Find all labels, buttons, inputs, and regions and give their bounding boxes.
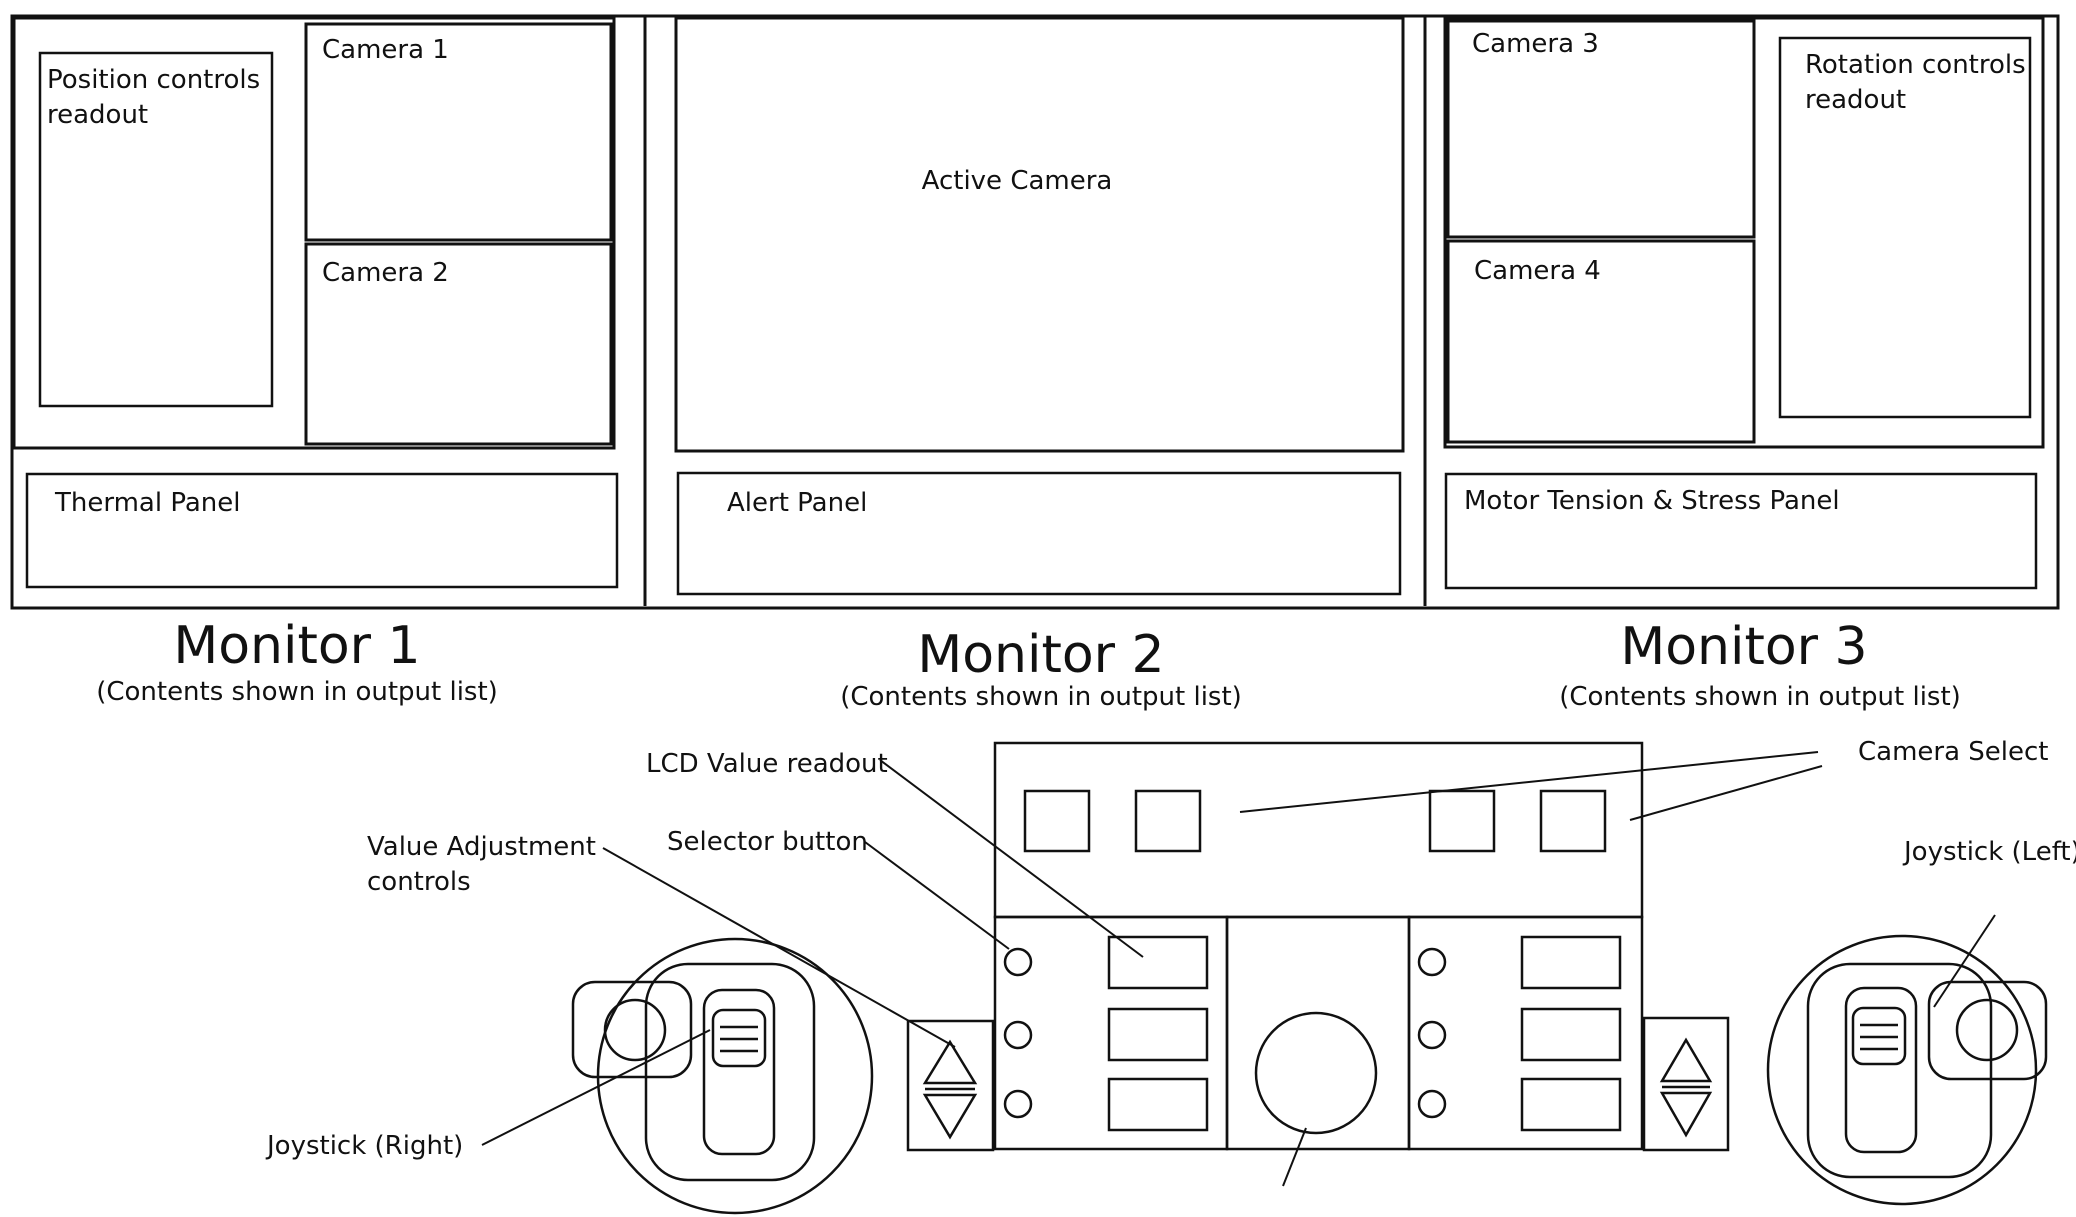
monitor-1-title: Monitor 1 [173, 616, 420, 676]
lcd-readout-left-3 [1107, 1077, 1209, 1132]
lcd-readout-left-1 [1107, 935, 1209, 990]
joystick-left-side-button[interactable] [1927, 980, 2048, 1081]
motor-panel-label: Motor Tension & Stress Panel [1464, 486, 1840, 516]
monitor-1-subtitle: (Contents shown in output list) [96, 677, 498, 707]
camera-select-leader-2 [1629, 765, 1823, 821]
monitor-bank [10, 14, 2060, 610]
joystick-left-grip[interactable] [1844, 986, 1918, 1154]
value-down-arrow-right[interactable] [1659, 1091, 1713, 1138]
joystick-left[interactable] [1766, 934, 2048, 1206]
callout-lines [481, 751, 1996, 1187]
center-knob-leader [1282, 1127, 1307, 1187]
value-up-arrow-left[interactable] [922, 1039, 978, 1085]
camera-select-button-1[interactable] [1023, 789, 1091, 853]
camera-3-box [1446, 19, 1756, 239]
selector-button-right-1[interactable] [1417, 947, 1447, 977]
camera-1-label: Camera 1 [322, 35, 449, 65]
lcd-readout-right-3 [1520, 1077, 1622, 1132]
camera-4-label: Camera 4 [1474, 256, 1601, 286]
joystick-left-leader [1933, 914, 1996, 1008]
camera-select-callout: Camera Select [1858, 737, 2049, 767]
value-adjustment-right [1642, 1016, 1730, 1152]
monitor-1 [12, 16, 619, 589]
camera-3-label: Camera 3 [1472, 29, 1599, 59]
monitor-2-subtitle: (Contents shown in output list) [840, 682, 1242, 712]
position-readout-box [38, 51, 274, 408]
camera-4-box [1446, 239, 1756, 444]
rotation-readout-label-line-1: Rotation controls [1805, 50, 2026, 80]
joystick-right-housing [644, 962, 816, 1182]
camera-select-board [993, 741, 1644, 919]
lcd-readout-left-2 [1107, 1007, 1209, 1062]
value-adjustment-callout-line-2: controls [367, 867, 471, 897]
monitor-3-title: Monitor 3 [1620, 617, 1867, 677]
camera-select-button-3[interactable] [1428, 789, 1496, 853]
value-adjustment-left [906, 1019, 995, 1152]
selector-button-left-3[interactable] [1003, 1089, 1033, 1119]
monitor-3-subtitle: (Contents shown in output list) [1559, 682, 1961, 712]
rotation-readout-label-line-2: readout [1805, 85, 1906, 115]
thermal-panel-label: Thermal Panel [54, 488, 240, 518]
selector-button-right-3[interactable] [1417, 1089, 1447, 1119]
joystick-right-trigger[interactable] [711, 1008, 767, 1068]
monitor-3 [1443, 16, 2045, 590]
camera-1-box [304, 22, 613, 242]
selector-button-left-1[interactable] [1003, 947, 1033, 977]
lcd-readout-right-2 [1520, 1007, 1622, 1062]
value-up-arrow-right[interactable] [1659, 1037, 1713, 1083]
active-camera-box [674, 16, 1405, 453]
control-console [571, 741, 2048, 1215]
value-adjustment-leader [602, 847, 956, 1048]
console-base-strip [1225, 915, 1411, 1151]
joystick-left-thumb-button[interactable] [1955, 998, 2019, 1062]
value-down-arrow-left[interactable] [922, 1093, 978, 1140]
left-control-panel [993, 915, 1229, 1151]
center-knob[interactable] [1254, 1011, 1378, 1135]
thermal-panel-box [25, 472, 619, 589]
joystick-right-leader [481, 1029, 711, 1146]
joystick-right[interactable] [571, 937, 874, 1215]
rotation-readout-box [1778, 36, 2032, 419]
selector-button-right-2[interactable] [1417, 1020, 1447, 1050]
position-readout-label-line-2: readout [47, 100, 148, 130]
selector-button-left-2[interactable] [1003, 1020, 1033, 1050]
alert-panel-box [676, 471, 1402, 596]
joystick-left-base [1766, 934, 2038, 1206]
joystick-left-housing [1806, 962, 1993, 1179]
lcd-readout-callout: LCD Value readout [646, 749, 888, 779]
right-control-panel [1407, 915, 1644, 1151]
selector-button-callout: Selector button [667, 827, 868, 857]
monitor-3-upper-frame [1443, 16, 2045, 449]
monitor-2-title: Monitor 2 [917, 625, 1164, 685]
camera-select-button-4[interactable] [1539, 789, 1607, 853]
position-readout-label-line-1: Position controls [47, 65, 260, 95]
monitor-bank-frame [10, 14, 2060, 610]
monitor-1-upper-frame [12, 16, 616, 450]
alert-panel-label: Alert Panel [727, 488, 867, 518]
motor-panel-box [1444, 472, 2038, 590]
active-camera-label: Active Camera [922, 166, 1113, 196]
camera-select-leader-1 [1239, 751, 1819, 813]
selector-button-leader [864, 841, 1010, 950]
joystick-right-callout: Joystick (Right) [265, 1131, 463, 1161]
joystick-right-side-button[interactable] [571, 980, 693, 1079]
lcd-readout-leader [879, 759, 1144, 958]
joystick-right-thumb-button[interactable] [603, 998, 667, 1062]
camera-2-label: Camera 2 [322, 258, 449, 288]
camera-2-box [304, 242, 613, 446]
camera-select-button-2[interactable] [1134, 789, 1202, 853]
value-adjustment-callout-line-1: Value Adjustment [367, 832, 596, 862]
joystick-left-trigger[interactable] [1851, 1006, 1907, 1066]
monitor-2 [674, 16, 1405, 596]
lcd-readout-right-1 [1520, 935, 1622, 990]
joystick-left-callout: Joystick (Left) [1902, 837, 2076, 867]
joystick-right-grip[interactable] [702, 988, 776, 1156]
